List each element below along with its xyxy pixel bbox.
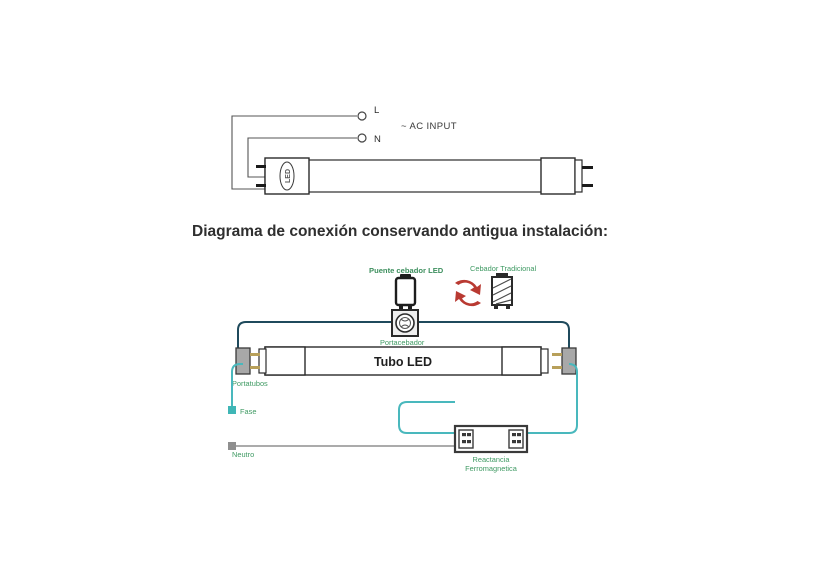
tube-right-pin-2 [582, 184, 593, 187]
terminal-live-label: L [374, 105, 379, 116]
tube-right-cap [540, 157, 576, 195]
neutral-terminal [228, 442, 236, 450]
tube-left-pin-2 [256, 184, 266, 187]
ballast-label-line1: Reactancia [473, 455, 511, 464]
tube-left-pin-1 [256, 165, 266, 168]
tube-left-segment [264, 346, 306, 376]
wire-live-top [231, 115, 357, 190]
ballast-icon [453, 424, 529, 454]
led-starter-bridge-icon [394, 274, 417, 309]
ac-input-label: ~ AC INPUT [401, 121, 457, 132]
wire-ballast-return [398, 363, 578, 434]
wire-neutral-top [247, 137, 357, 178]
led-starter-label: Puente cebador LED [369, 266, 444, 275]
circular-arrows-icon [455, 279, 481, 307]
starter-holder-label: Portacebador [380, 338, 425, 347]
retrofit-wiring-diagram: Puente cebador LED Cebador Tradicional [228, 264, 578, 473]
page-title: Diagrama de conexión conservando antigua… [192, 223, 608, 240]
terminal-neutral-dot [357, 133, 367, 143]
led-logo [279, 161, 295, 191]
direct-ac-wiring-diagram: L N ~ AC INPUT LED [231, 105, 593, 195]
lampholder-left [235, 347, 260, 375]
lampholder-label: Portatubos [232, 379, 268, 388]
neutral-label: Neutro [232, 450, 254, 459]
led-tube-bottom: Tubo LED [258, 346, 549, 376]
traditional-starter-icon [491, 273, 513, 309]
wire-live [231, 363, 243, 409]
tube-right-pin-1 [582, 166, 593, 169]
tube-right-collar [574, 159, 583, 193]
live-label: Fase [240, 407, 256, 416]
traditional-starter-label: Cebador Tradicional [470, 264, 537, 273]
ballast-label-line2: Ferromagnetica [465, 464, 518, 473]
terminal-neutral-label: N [374, 134, 381, 145]
tube-right-segment [501, 346, 542, 376]
tube-right-collar-b [540, 348, 549, 374]
live-terminal [228, 406, 236, 414]
tube-left-collar [258, 348, 267, 374]
lampholder-right [552, 347, 577, 375]
led-tube-top: LED [256, 157, 593, 195]
tube-label: Tubo LED [374, 355, 432, 369]
led-logo-text: LED [285, 169, 292, 183]
terminal-live-dot [357, 111, 367, 121]
starter-holder-icon [391, 309, 419, 337]
tube-body-top [264, 159, 576, 193]
